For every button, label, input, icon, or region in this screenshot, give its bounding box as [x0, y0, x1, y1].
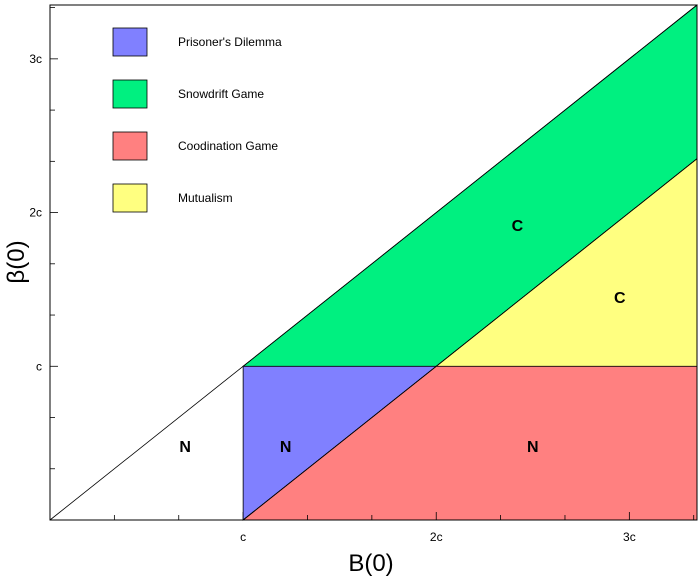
region-labels-layer: N N N C C [179, 218, 626, 456]
legend-swatch [112, 27, 148, 57]
region-label: C [512, 218, 524, 235]
x-tick-label: 2c [430, 530, 443, 544]
legend-label: Mutualism [178, 191, 233, 205]
legend-label: Coodination Game [178, 139, 278, 153]
region-label: N [527, 439, 539, 456]
regions-layer [241, 4, 698, 521]
legend-label: Prisoner's Dilemma [178, 35, 282, 49]
y-axis-title: β(0) [3, 240, 30, 283]
region-label: C [614, 290, 626, 307]
region-label: N [280, 439, 292, 456]
legend-swatch [112, 183, 148, 213]
legend-swatch [112, 131, 148, 161]
legend-label: Snowdrift Game [178, 87, 264, 101]
plot-frame [49, 4, 698, 521]
region-label: N [179, 439, 191, 456]
boundary-line-1 [49, 4, 698, 521]
y-tick-label: 3c [29, 52, 42, 66]
boundary-lines-layer [49, 4, 698, 521]
legend-swatch [112, 79, 148, 109]
boundary-line-2 [242, 158, 698, 521]
y-tick-label: 2c [29, 206, 42, 220]
y-tick-label: c [36, 359, 42, 373]
x-tick-label: 3c [623, 530, 636, 544]
ticks-layer: c 2c 3c c 2c 3c [29, 7, 695, 544]
x-tick-label: c [240, 530, 246, 544]
x-axis-title: B(0) [348, 550, 393, 577]
